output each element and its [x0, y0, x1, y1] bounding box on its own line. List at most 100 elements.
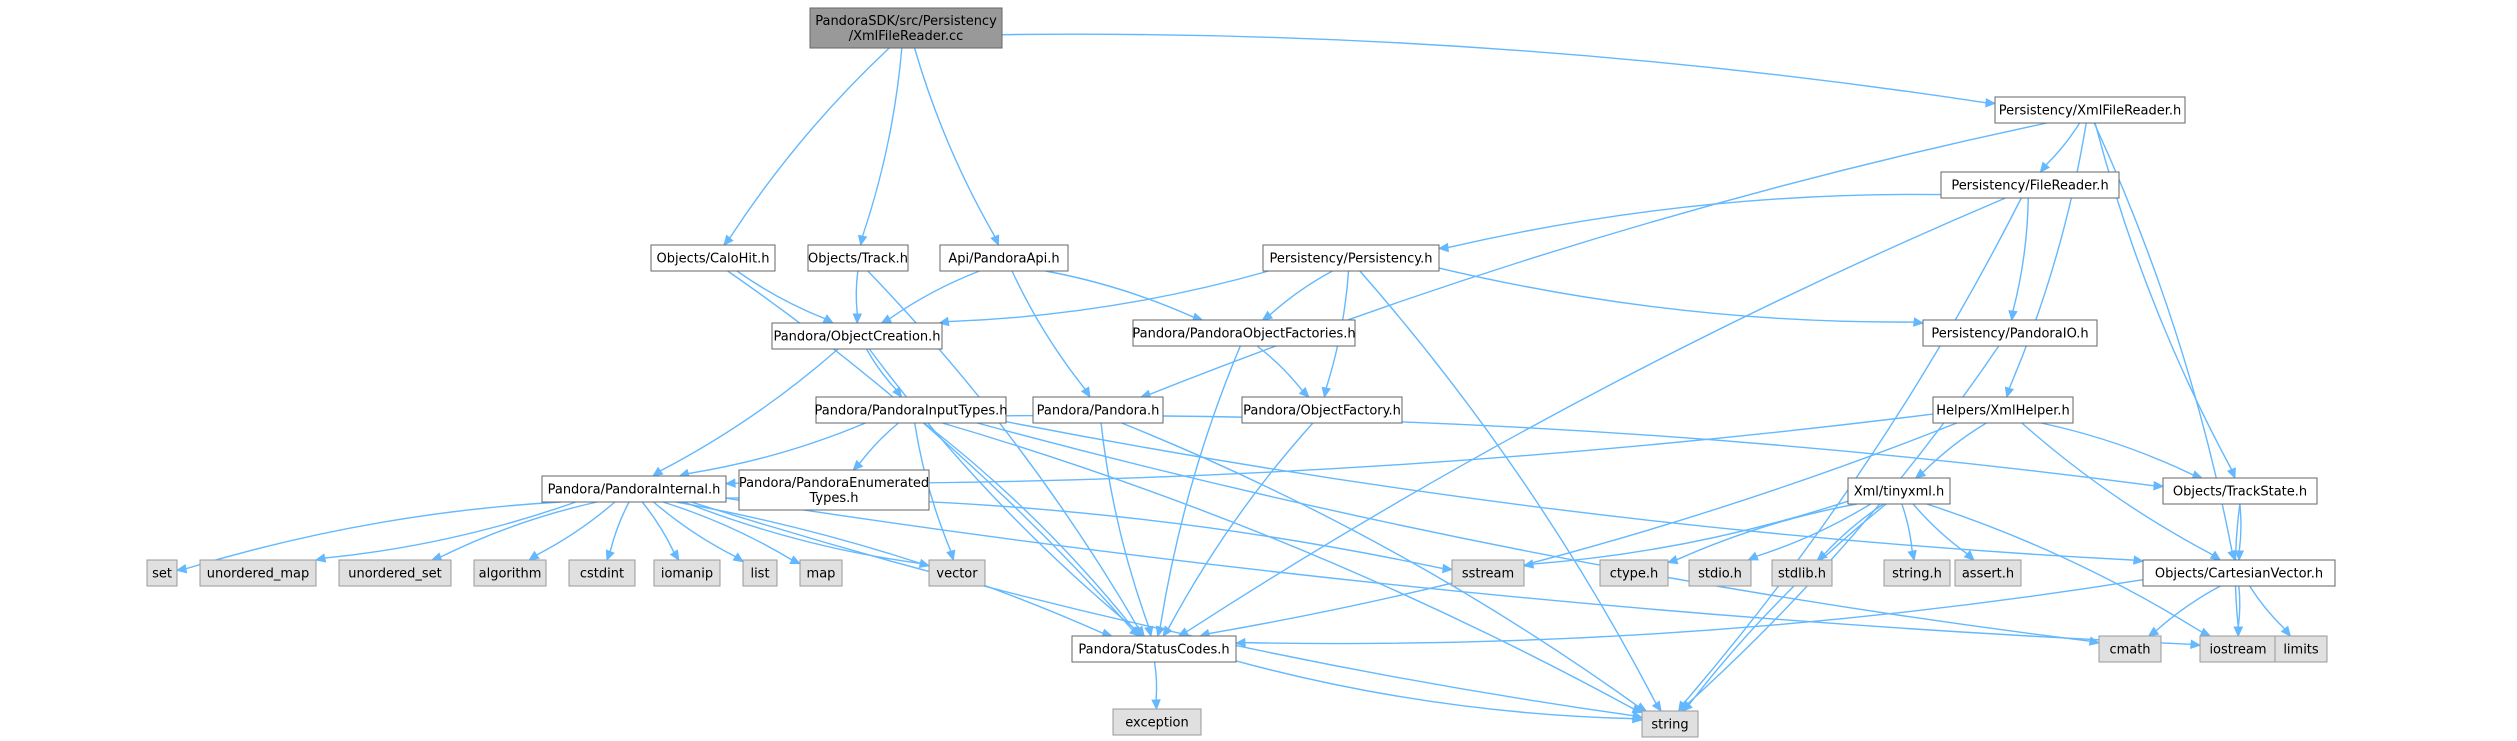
node-box — [650, 244, 776, 272]
edge-arrowhead — [723, 234, 734, 246]
node-label: algorithm — [479, 567, 542, 582]
edge-arrowhead — [2234, 550, 2245, 562]
edge-arrowhead — [175, 563, 188, 574]
node-string[interactable]: string — [1641, 710, 1699, 738]
node-sstream[interactable]: sstream — [1451, 559, 1525, 587]
node-box — [1071, 635, 1237, 663]
node-objectfactories[interactable]: Pandora/PandoraObjectFactories.h — [1132, 319, 1356, 347]
edge-arrowhead — [1985, 98, 1997, 108]
edge-filereader-to-string — [1677, 197, 2022, 713]
edge-layer — [175, 33, 2292, 724]
node-string-h[interactable]: string.h — [1883, 559, 1951, 587]
node-list[interactable]: list — [742, 559, 778, 587]
edge-pandorainternal-to-set — [175, 501, 561, 574]
node-track[interactable]: Objects/Track.h — [807, 244, 909, 272]
node-limits[interactable]: limits — [2274, 635, 2328, 663]
node-inputtypes[interactable]: Pandora/PandoraInputTypes.h — [814, 396, 1008, 424]
node-objectcreation[interactable]: Pandora/ObjectCreation.h — [771, 322, 943, 350]
edge-xmlfilereader_h-to-xmlhelper — [2004, 122, 2087, 399]
edge-tinyxml-to-string — [1681, 503, 1887, 712]
node-label: stdio.h — [1698, 567, 1742, 582]
node-iomanip[interactable]: iomanip — [653, 559, 721, 587]
node-xmlhelper[interactable]: Helpers/XmlHelper.h — [1932, 396, 2074, 424]
node-label: Persistency/PandoraIO.h — [1931, 327, 2088, 342]
node-label: iomanip — [661, 567, 713, 582]
edge-pandoraapi-to-pandora_h — [1011, 270, 1091, 399]
node-box — [771, 322, 943, 350]
node-pandora-h[interactable]: Pandora/Pandora.h — [1032, 396, 1164, 424]
node-box — [807, 244, 909, 272]
node-pandoraio[interactable]: Persistency/PandoraIO.h — [1922, 319, 2098, 347]
edge-pandorainternal-to-map — [662, 501, 802, 565]
edge-arrowhead — [2280, 625, 2292, 637]
node-trackstate[interactable]: Objects/TrackState.h — [2162, 477, 2318, 505]
edge-tinyxml-to-sstream — [1522, 500, 1849, 569]
node-calohit[interactable]: Objects/CaloHit.h — [650, 244, 776, 272]
node-stdlib[interactable]: stdlib.h — [1771, 559, 1833, 587]
node-box — [1262, 244, 1440, 272]
edge-arrowhead — [2147, 626, 2160, 637]
edge-arrowhead — [2039, 161, 2051, 173]
node-objectfactory[interactable]: Pandora/ObjectFactory.h — [1241, 396, 1403, 424]
edge-arrowhead — [1651, 700, 1662, 713]
edge-arrowhead — [1914, 468, 1927, 479]
edge-inputtypes-to-string — [942, 422, 1644, 714]
edge-objectcreation-to-inputtypes — [865, 348, 903, 398]
node-map[interactable]: map — [799, 559, 843, 587]
edge-root-to-calohit — [723, 47, 890, 246]
node-tinyxml[interactable]: Xml/tinyxml.h — [1847, 477, 1951, 505]
edge-xmlhelper-to-statuscodes — [1198, 422, 1958, 639]
edge-statuscodes-to-string — [1235, 660, 1644, 724]
node-exception[interactable]: exception — [1112, 708, 1202, 736]
node-label: sstream — [1462, 567, 1514, 582]
edge-inputtypes-to-cmath — [977, 422, 2101, 646]
node-label: string — [1651, 718, 1688, 733]
edge-arrowhead — [852, 459, 864, 471]
node-label: stdlib.h — [1778, 567, 1826, 582]
node-vector[interactable]: vector — [928, 559, 986, 587]
node-unordered-map[interactable]: unordered_map — [199, 559, 317, 587]
node-unordered-set[interactable]: unordered_set — [338, 559, 452, 587]
edge-arrowhead — [946, 549, 956, 562]
node-box — [1954, 559, 2022, 587]
edge-pandorainternal-to-iostream — [725, 497, 2202, 650]
node-pandorainternal[interactable]: Pandora/PandoraInternal.h — [541, 475, 727, 503]
node-stdio[interactable]: stdio.h — [1688, 559, 1752, 587]
node-box — [928, 559, 986, 587]
node-pandoraapi[interactable]: Api/PandoraApi.h — [939, 244, 1069, 272]
node-algorithm[interactable]: algorithm — [473, 559, 547, 587]
node-cmath[interactable]: cmath — [2098, 635, 2162, 663]
node-persistency[interactable]: Persistency/Persistency.h — [1262, 244, 1440, 272]
node-label: list — [750, 567, 769, 582]
node-statuscodes[interactable]: Pandora/StatusCodes.h — [1071, 635, 1237, 663]
node-box — [1688, 559, 1752, 587]
node-set[interactable]: set — [146, 559, 178, 587]
node-cartesian[interactable]: Objects/CartesianVector.h — [2142, 559, 2336, 587]
edge-arrowhead — [2153, 480, 2165, 491]
edge-arrowhead — [789, 555, 802, 565]
node-box — [473, 559, 547, 587]
edge-arrowhead — [880, 314, 893, 324]
node-root[interactable]: PandoraSDK/src/Persistency/XmlFileReader… — [809, 7, 1003, 49]
node-label: /XmlFileReader.cc — [849, 29, 964, 44]
node-label: Types.h — [808, 491, 858, 506]
edge-calohit-to-objectcreation — [736, 270, 835, 324]
edge-arrowhead — [1234, 637, 1246, 648]
node-iostream[interactable]: iostream — [2199, 635, 2277, 663]
edge-cartesian-to-cmath — [2147, 585, 2221, 637]
edge-arrowhead — [2008, 309, 2018, 322]
edge-arrowhead — [892, 386, 903, 398]
edge-arrowhead — [1130, 625, 1142, 637]
node-ctype[interactable]: ctype.h — [1599, 559, 1669, 587]
node-box — [1112, 708, 1202, 736]
edge-xmlhelper-to-tinyxml — [1914, 422, 1987, 479]
node-box — [1922, 319, 2098, 347]
edge-arrowhead — [990, 234, 1000, 247]
edge-arrowhead — [1321, 386, 1331, 399]
node-cstdint[interactable]: cstdint — [568, 559, 636, 587]
edge-arrowhead — [2088, 636, 2101, 646]
node-filereader[interactable]: Persistency/FileReader.h — [1940, 171, 2120, 199]
node-assert[interactable]: assert.h — [1954, 559, 2022, 587]
node-xmlfilereader-h[interactable]: Persistency/XmlFileReader.h — [1994, 96, 2186, 124]
